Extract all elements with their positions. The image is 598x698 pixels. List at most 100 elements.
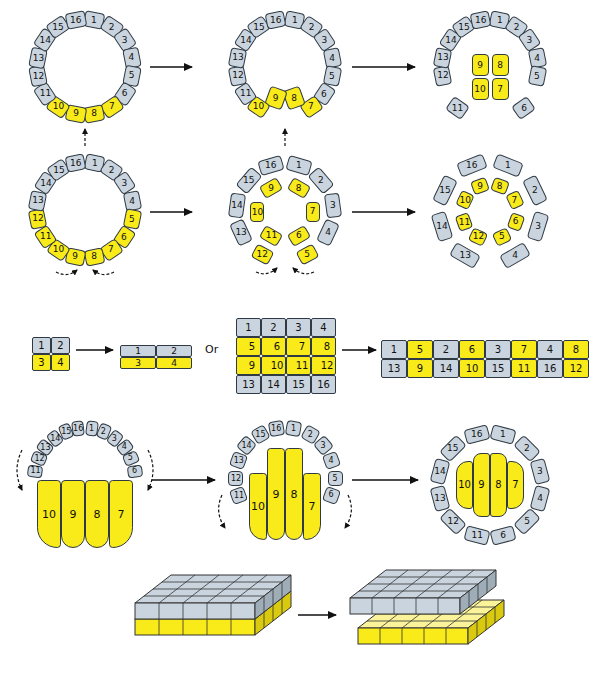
cell: 7: [286, 337, 311, 356]
cell-number: 5: [129, 72, 135, 81]
cell: 3: [526, 211, 549, 242]
cell-number: 1: [291, 425, 296, 433]
cell: 15: [235, 167, 262, 195]
slab-part: [368, 584, 478, 585]
cell-number: 7: [497, 85, 503, 94]
decor-path: [293, 268, 314, 274]
cell-number: 13: [459, 251, 470, 260]
decor-line: [352, 211, 415, 213]
cell-number: 6: [267, 342, 280, 352]
cell-number: 2: [270, 323, 276, 333]
cell: 4: [322, 451, 341, 470]
cell: 11: [463, 525, 490, 546]
cell-number: 12: [447, 517, 458, 526]
cell-number: 9: [273, 489, 280, 500]
decor-line: [298, 614, 336, 616]
cell-number: 14: [242, 442, 252, 450]
cell: 8: [83, 247, 105, 266]
cell-number: 8: [91, 110, 97, 119]
cell: 12: [439, 508, 467, 536]
cell: 6: [261, 337, 286, 356]
cell: 11: [511, 359, 537, 378]
cell: 11: [445, 96, 470, 120]
cell: 9: [473, 453, 490, 517]
cell: 13: [381, 359, 407, 378]
cell: 12: [468, 228, 488, 247]
cell-number: 5: [329, 72, 335, 81]
cell-number: 14: [434, 467, 445, 476]
cell: 9: [61, 480, 85, 548]
cell-number: 8: [291, 94, 297, 103]
cell-number: 3: [537, 467, 543, 476]
cell: 8: [490, 176, 510, 195]
cell-number: 16: [70, 158, 81, 167]
cell-number: 15: [492, 364, 505, 374]
cell-number: 10: [53, 245, 64, 254]
cell-number: 8: [497, 61, 503, 70]
cell-number: 15: [53, 166, 64, 175]
cell-number: 9: [478, 181, 484, 190]
cell-number: 3: [295, 323, 301, 333]
cell: 14: [431, 211, 454, 242]
cell-number: 7: [521, 345, 527, 355]
cell: 11: [228, 485, 247, 504]
cell-number: 12: [314, 361, 334, 371]
cell-number: 2: [109, 166, 115, 175]
cell-number: 7: [109, 245, 115, 254]
cell: 16: [463, 424, 490, 445]
slab-part: [469, 591, 470, 607]
cell-number: 14: [49, 434, 59, 442]
cell: 6: [287, 225, 311, 247]
decor-line: [150, 66, 192, 68]
cell: 16: [64, 10, 87, 30]
cell-number: 12: [32, 72, 43, 81]
slab-part: [162, 582, 282, 583]
cell-number: 5: [499, 233, 505, 242]
cell: 16: [265, 10, 287, 29]
cell-number: 5: [524, 517, 530, 526]
cell-number: 13: [242, 380, 255, 390]
cell: 6: [126, 465, 142, 479]
cell-number: 16: [70, 15, 81, 24]
cell-number: 15: [243, 176, 254, 185]
slab-part: [282, 598, 283, 614]
slab-part: [282, 582, 283, 598]
cell: 16: [268, 420, 285, 437]
cell-number: 10: [459, 196, 470, 205]
cell-number: 3: [113, 434, 118, 442]
cell: 16: [537, 359, 563, 378]
cell-number: 14: [39, 36, 50, 45]
slab-part: [478, 584, 479, 600]
cell-number: 4: [57, 358, 63, 368]
slab-part: [255, 575, 291, 619]
cell: 5: [407, 340, 433, 359]
cell: 1: [381, 340, 407, 359]
cell-number: 9: [73, 110, 79, 119]
decor-path: [148, 450, 153, 490]
cell: 9: [407, 359, 433, 378]
cell-number: 4: [329, 53, 335, 62]
cell: 7: [109, 480, 133, 548]
cell: 10: [261, 356, 286, 375]
cell: 5: [236, 337, 261, 356]
cell: 11: [27, 465, 43, 479]
cell: 5: [527, 65, 546, 87]
cell: 12: [433, 65, 452, 87]
cell: 8: [563, 340, 589, 359]
slab-part: [446, 628, 447, 644]
cell: 7: [303, 473, 321, 540]
cell: 1: [32, 337, 51, 354]
cell-number: 5: [129, 215, 135, 224]
cell-number: 3: [535, 222, 541, 231]
cell-number: 5: [242, 342, 255, 352]
cell: 4: [51, 354, 70, 371]
cell: 9: [259, 177, 283, 199]
slab-part: [153, 589, 273, 590]
cell-number: 12: [232, 72, 243, 81]
cell-number: 7: [512, 480, 518, 490]
slab-part: [380, 628, 381, 644]
cell-number: 15: [61, 428, 71, 436]
cell-number: 1: [245, 323, 251, 333]
cell-number: 16: [73, 424, 83, 432]
